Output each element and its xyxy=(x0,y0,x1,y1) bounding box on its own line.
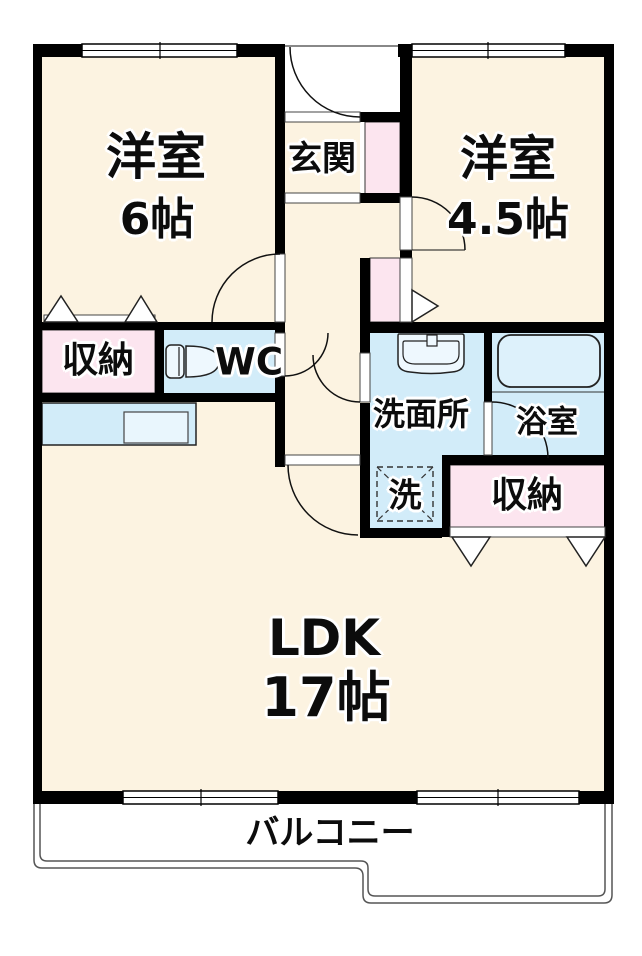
label-storage-right: 収納 xyxy=(490,475,564,516)
toilet-icon xyxy=(165,344,220,379)
wall-hall-left-upper xyxy=(275,57,285,254)
door-opening-western45 xyxy=(399,196,413,251)
window-symbol-ldk-right xyxy=(416,789,580,806)
wall-bottom-3 xyxy=(579,791,614,804)
entrance-porch-floor xyxy=(285,47,398,112)
room-western45-floor xyxy=(412,57,604,323)
door-opening-western6 xyxy=(274,253,286,323)
label-western6-name: 洋室 xyxy=(106,128,206,186)
wall-storage-right-left xyxy=(442,455,450,537)
sink-icon xyxy=(397,333,465,375)
wall-bottom-2 xyxy=(278,791,417,804)
label-laundry: 洗 xyxy=(388,475,422,515)
closet-opening-right xyxy=(449,526,606,538)
western45-door-arc xyxy=(411,196,466,251)
label-storage-left: 収納 xyxy=(61,340,135,381)
label-washroom: 洗面所 xyxy=(372,395,470,433)
washroom-door-arc xyxy=(312,354,361,403)
washing-machine-icon xyxy=(376,466,434,522)
label-ldk-name: LDK xyxy=(267,609,381,667)
wall-hall-right-upper xyxy=(360,258,370,358)
wall-hall-left-lower xyxy=(275,376,285,467)
wall-outer-left xyxy=(33,44,42,804)
balcony-outline xyxy=(33,804,613,904)
closet-western45-triangle xyxy=(411,288,440,324)
wc-door-arc xyxy=(284,332,329,377)
wall-wash-bath-divider xyxy=(484,333,492,402)
wall-top-3 xyxy=(398,44,412,57)
wall-bottom-1 xyxy=(33,791,123,804)
hallway-step xyxy=(284,192,361,204)
wall-wc-bottom xyxy=(33,393,285,402)
floors xyxy=(41,47,606,791)
bathroom-door-arc xyxy=(491,401,549,459)
room-western6-floor xyxy=(42,57,275,322)
wall-outer-right xyxy=(604,44,614,804)
window-symbol-western6 xyxy=(81,42,238,59)
label-bathroom: 浴室 xyxy=(516,404,578,441)
ldk-door-arc xyxy=(287,464,359,536)
entrance-door-arc xyxy=(289,46,361,118)
wall-top-2 xyxy=(237,44,285,57)
wall-porch-right xyxy=(400,57,412,122)
western6-door-arc xyxy=(211,253,281,323)
label-balcony: バルコニー xyxy=(245,813,415,853)
label-wc: WC xyxy=(215,340,283,384)
kitchen-counter-icon xyxy=(41,402,197,446)
wall-top-1 xyxy=(33,44,82,57)
wall-top-4 xyxy=(565,44,614,57)
walls xyxy=(33,44,614,804)
wall-storage-wc-divider xyxy=(155,322,164,402)
label-western45-size: 4.5帖 xyxy=(447,194,569,245)
entrance-step xyxy=(284,111,361,123)
door-opening-ldk xyxy=(284,454,361,466)
wall-room45-bottom xyxy=(360,322,614,333)
door-opening-washroom xyxy=(359,352,371,403)
wall-hall-right-lower xyxy=(360,403,370,538)
openings xyxy=(43,111,606,538)
wall-room45-left-upper xyxy=(400,122,412,197)
window-symbol-western45 xyxy=(411,42,566,59)
wall-storage-right-top xyxy=(442,455,614,465)
wall-hall-stub xyxy=(360,193,400,203)
label-western6-size: 6帖 xyxy=(119,194,195,245)
door-opening-bathroom xyxy=(483,401,493,456)
closet-left-triangle-2 xyxy=(123,294,159,323)
entrance-hallway-floor xyxy=(285,122,360,455)
hallway-alcove-floor xyxy=(360,203,400,258)
bathtub-icon xyxy=(492,334,604,393)
closet-right-triangle-2 xyxy=(565,536,607,568)
label-entrance: 玄関 xyxy=(288,139,356,179)
door-arcs xyxy=(211,45,549,536)
closet-western45 xyxy=(369,257,401,323)
wall-laundry-bottom xyxy=(360,528,442,538)
closet-opening-western45 xyxy=(399,257,413,323)
label-ldk-size: 17帖 xyxy=(261,666,391,729)
closet-left-triangle-1 xyxy=(42,294,80,323)
wall-step-right xyxy=(360,112,412,122)
window-symbol-ldk-left xyxy=(122,789,279,806)
windows xyxy=(81,42,580,806)
closet-right-triangle-1 xyxy=(450,536,492,568)
door-opening-wc xyxy=(274,332,286,377)
shoe-cabinet xyxy=(364,121,401,198)
label-western45-name: 洋室 xyxy=(459,131,557,187)
closet-symbols xyxy=(42,288,607,568)
wall-room45-left-stub xyxy=(400,250,412,258)
